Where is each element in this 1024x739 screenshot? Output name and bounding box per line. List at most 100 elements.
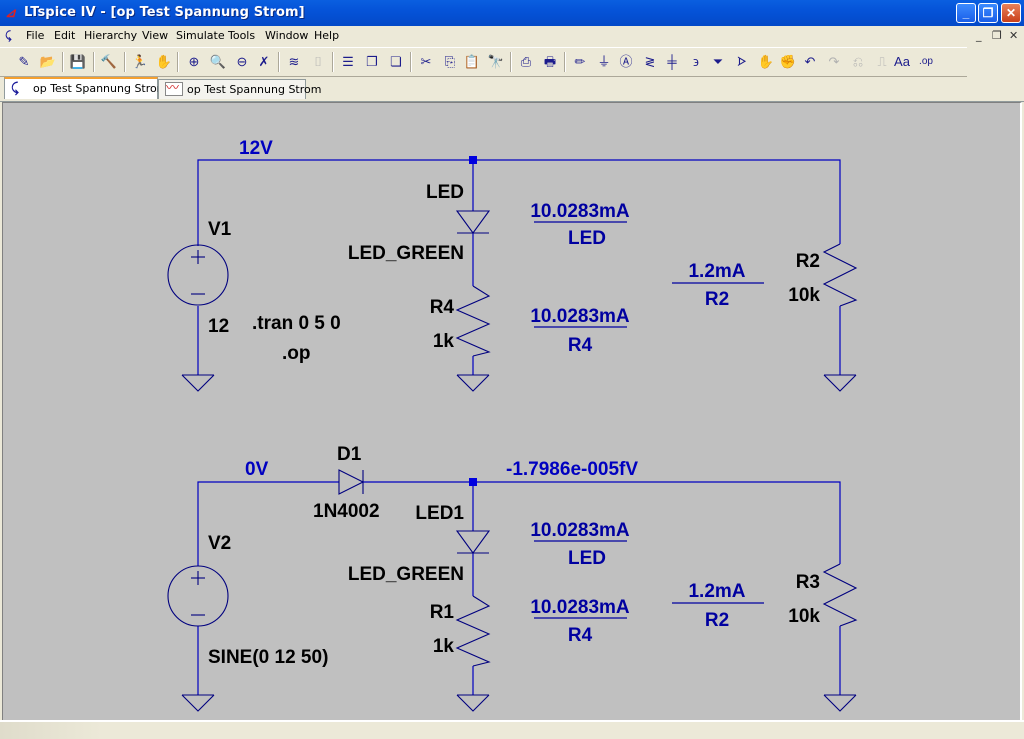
toolbar-separator bbox=[278, 52, 280, 72]
schematic-canvas[interactable]: 12V V1 12 .tran 0 5 0 .op LED LED_GREEN … bbox=[2, 102, 1022, 721]
redo-icon[interactable]: ↷ bbox=[828, 54, 840, 69]
close-button[interactable]: ✕ bbox=[1001, 3, 1021, 23]
draw-wire-icon[interactable]: ✏ bbox=[574, 54, 586, 69]
mdi-minimize-button[interactable]: _ bbox=[976, 29, 982, 42]
current-annotation-ref: R2 bbox=[705, 289, 729, 310]
tile-horizontal-icon[interactable]: ☰ bbox=[342, 54, 354, 69]
undo-icon[interactable]: ↶ bbox=[804, 54, 816, 69]
r2-value[interactable]: 10k bbox=[788, 285, 820, 306]
r3-value[interactable]: 10k bbox=[788, 606, 820, 627]
tab-waveform[interactable]: 〰 op Test Spannung Strom bbox=[158, 79, 321, 99]
resistor-r4 bbox=[455, 285, 491, 357]
r1-name[interactable]: R1 bbox=[430, 602, 455, 623]
d1-model[interactable]: 1N4002 bbox=[313, 501, 380, 522]
wire-net-0v bbox=[197, 481, 339, 566]
menu-bar: ⤹ File Edit Hierarchy View Simulate Tool… bbox=[0, 26, 1024, 46]
toolbar-separator bbox=[124, 52, 126, 72]
mdi-close-button[interactable]: ✕ bbox=[1009, 29, 1019, 42]
schematic-drawing[interactable]: 12V V1 12 .tran 0 5 0 .op LED LED_GREEN … bbox=[3, 103, 1020, 720]
menu-edit[interactable]: Edit bbox=[54, 29, 76, 42]
autorange-icon[interactable]: ≋ bbox=[288, 54, 300, 69]
zoom-area-icon[interactable]: 🔍 bbox=[209, 54, 227, 69]
schematic-icon: ⤹ bbox=[11, 81, 19, 96]
spice-directive-icon[interactable]: .op bbox=[919, 56, 933, 67]
current-annotation-ref: R4 bbox=[568, 335, 593, 356]
tab-schematic[interactable]: ⤹ op Test Spannung Strom bbox=[4, 77, 167, 99]
schematic-doc-icon[interactable]: ⤹ bbox=[5, 29, 12, 42]
ground-icon[interactable]: ⏚ bbox=[597, 54, 611, 69]
find-icon[interactable]: 🔭 bbox=[487, 54, 505, 69]
zoom-in-icon[interactable]: ⊕ bbox=[188, 54, 200, 69]
v2-name[interactable]: V2 bbox=[208, 533, 231, 554]
control-panel-hammer-icon[interactable]: 🔨 bbox=[100, 54, 118, 69]
led-model[interactable]: LED_GREEN bbox=[348, 243, 464, 264]
d1-name[interactable]: D1 bbox=[337, 444, 362, 465]
r4-name[interactable]: R4 bbox=[430, 297, 455, 318]
restore-button[interactable]: ❐ bbox=[978, 3, 998, 23]
capacitor-icon[interactable]: ╪ bbox=[667, 54, 677, 69]
copy-icon[interactable]: ⎘ bbox=[444, 54, 456, 69]
inductor-icon[interactable]: ϶ bbox=[693, 54, 699, 69]
voltage-source-v1 bbox=[167, 244, 229, 306]
led-name[interactable]: LED bbox=[426, 182, 464, 203]
led1-name[interactable]: LED1 bbox=[415, 503, 464, 524]
text-icon[interactable]: Aa bbox=[894, 54, 910, 69]
net-label-right[interactable]: -1.7986e-005fV bbox=[506, 459, 638, 480]
paste-icon[interactable]: 📋 bbox=[463, 54, 481, 69]
rotate-icon[interactable]: ⎌ bbox=[852, 54, 864, 69]
r3-name[interactable]: R3 bbox=[796, 572, 820, 593]
zoom-fit-icon[interactable]: ✗ bbox=[258, 54, 270, 69]
menu-view[interactable]: View bbox=[142, 29, 169, 42]
mdi-restore-button[interactable]: ❐ bbox=[992, 29, 1002, 42]
tab-bar: ⤹ op Test Spannung Strom 〰 op Test Spann… bbox=[0, 77, 1024, 102]
current-annotation-ref: LED bbox=[568, 228, 606, 249]
run-icon[interactable]: 🏃 bbox=[131, 54, 149, 69]
led1-model[interactable]: LED_GREEN bbox=[348, 564, 464, 585]
v2-value[interactable]: SINE(0 12 50) bbox=[208, 647, 328, 668]
menu-hierarchy[interactable]: Hierarchy bbox=[84, 29, 138, 42]
ground-symbol bbox=[823, 374, 857, 392]
close-window-icon[interactable]: ❏ bbox=[390, 54, 402, 69]
zoom-out-icon[interactable]: ⊖ bbox=[236, 54, 248, 69]
directive-op[interactable]: .op bbox=[282, 343, 311, 364]
r2-name[interactable]: R2 bbox=[796, 251, 820, 272]
halt-hand-icon[interactable]: ✋ bbox=[155, 54, 173, 69]
minimize-button[interactable]: _ bbox=[956, 3, 976, 23]
component-icon[interactable]: ᗌ bbox=[737, 54, 747, 69]
resistor-r1 bbox=[455, 595, 491, 667]
wire-net-12v bbox=[197, 159, 841, 246]
ground-symbol bbox=[823, 694, 857, 712]
menu-simulate[interactable]: Simulate bbox=[176, 29, 225, 42]
v1-name[interactable]: V1 bbox=[208, 219, 232, 240]
menu-help[interactable]: Help bbox=[314, 29, 340, 42]
fft-icon[interactable]: ⌷ bbox=[314, 54, 322, 69]
label-net-icon[interactable]: Ⓐ bbox=[619, 54, 633, 69]
v1-value[interactable]: 12 bbox=[208, 316, 229, 337]
resistor-icon[interactable]: ≷ bbox=[644, 54, 656, 69]
resistor-r2 bbox=[822, 243, 858, 307]
menu-window[interactable]: Window bbox=[265, 29, 309, 42]
r1-value[interactable]: 1k bbox=[433, 636, 455, 657]
menu-file[interactable]: File bbox=[26, 29, 45, 42]
move-hand-icon[interactable]: ✋ bbox=[757, 54, 775, 69]
toolbar-separator bbox=[332, 52, 334, 72]
drag-hand-icon[interactable]: ✊ bbox=[779, 54, 797, 69]
toolbar-separator bbox=[177, 52, 179, 72]
print-icon[interactable]: 🖶 bbox=[543, 54, 557, 69]
diode-icon[interactable]: ⏷ bbox=[712, 54, 724, 69]
open-folder-icon[interactable]: 📂 bbox=[39, 54, 57, 69]
window-title: LTspice IV - [op Test Spannung Strom] bbox=[24, 5, 305, 20]
cut-icon[interactable]: ✂ bbox=[420, 54, 432, 69]
new-schematic-icon[interactable]: ✎ bbox=[18, 54, 30, 69]
print-preview-icon[interactable]: ⎙ bbox=[520, 54, 532, 69]
net-label-0v[interactable]: 0V bbox=[245, 459, 269, 480]
net-label-12v[interactable]: 12V bbox=[239, 138, 273, 159]
directive-tran[interactable]: .tran 0 5 0 bbox=[252, 313, 341, 334]
mirror-icon[interactable]: ⎍ bbox=[877, 54, 887, 69]
ground-symbol bbox=[456, 374, 490, 392]
voltage-source-v2 bbox=[167, 565, 229, 627]
save-icon[interactable]: 💾 bbox=[69, 54, 87, 69]
menu-tools[interactable]: Tools bbox=[228, 29, 256, 42]
cascade-icon[interactable]: ❐ bbox=[366, 54, 378, 69]
r4-value[interactable]: 1k bbox=[433, 331, 455, 352]
